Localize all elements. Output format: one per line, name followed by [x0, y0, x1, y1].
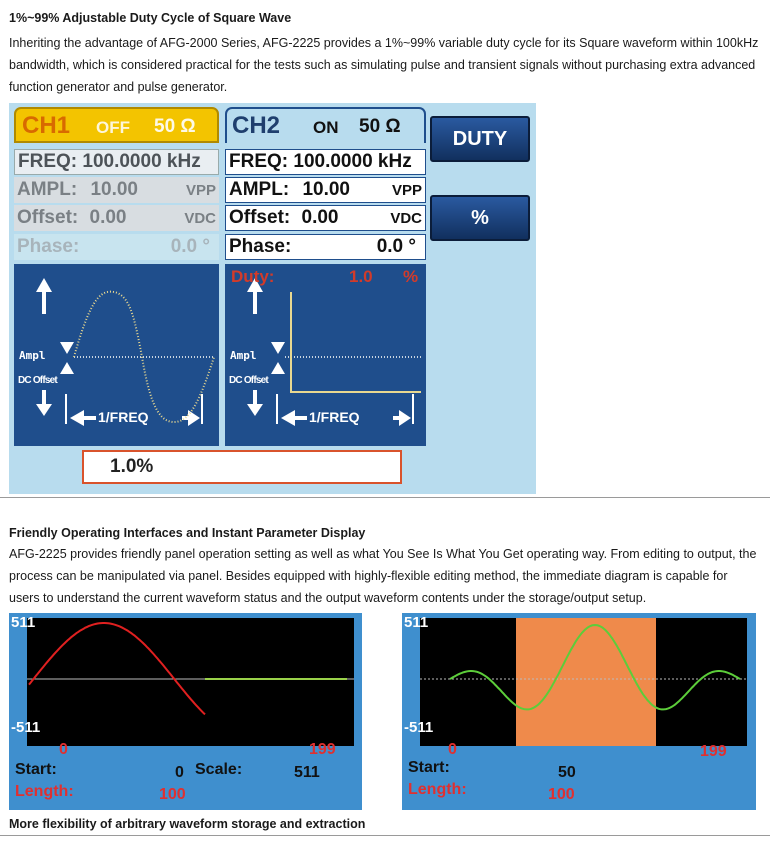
arb-canvas-2 [420, 618, 747, 746]
ch1-name: CH1 [22, 112, 71, 139]
section-divider [0, 497, 770, 498]
arb1-start-label: Start: [15, 761, 57, 778]
ch2-freq: FREQ: 100.0000 kHz [225, 149, 426, 175]
arb2-ymin: -511 [404, 719, 434, 736]
duty-input-field[interactable]: 1.0% [82, 450, 402, 484]
duty-label: Duty: [231, 267, 275, 286]
arb1-length-value: 100 [159, 786, 186, 803]
ch2-period-label: 1/FREQ [309, 409, 360, 425]
duty-cycle-screen: CH1 OFF 50 Ω FREQ: 100.0000 kHz AMPL: 10… [9, 103, 536, 494]
ch2-waveform-plot: Duty: 1.0 % Ampl DC Offset 1/FREQ [225, 264, 426, 446]
arb2-start-value: 50 [558, 764, 576, 781]
percent-softkey[interactable]: % [430, 195, 530, 241]
arb-waveform-screen-2: 511 -511 0 199 Start: 50 Length: 100 [402, 613, 756, 810]
arb2-xstart: 0 [448, 741, 457, 758]
ch1-waveform-plot: Ampl DC Offset 1/FREQ [14, 264, 219, 446]
ch1-state: OFF [96, 118, 130, 137]
arb1-ymax: 511 [11, 614, 36, 631]
ch1-ampl-label: Ampl [19, 349, 46, 362]
duty-value: 1.0 [349, 267, 373, 286]
ch1-impedance: 50 Ω [154, 116, 196, 137]
caption-arb-storage: More flexibility of arbitrary waveform s… [9, 817, 366, 831]
ch2-dcoffset-label: DC Offset [229, 375, 269, 386]
arb1-scale-value: 511 [294, 764, 320, 781]
ch2-phase: Phase:0.0 ° [225, 234, 426, 260]
arb1-xend: 199 [309, 741, 336, 758]
section-body-interface: AFG-2225 provides friendly panel operati… [9, 547, 757, 605]
arb2-length-label: Length: [408, 781, 467, 798]
section-title-interface: Friendly Operating Interfaces and Instan… [9, 526, 366, 540]
arb2-ymax: 511 [404, 614, 429, 631]
ch2-header: CH2 ON 50 Ω [225, 107, 426, 143]
ch2-ampl-label: Ampl [230, 349, 257, 362]
arb1-ymin: -511 [11, 719, 41, 736]
arb1-scale-label: Scale: [195, 761, 243, 778]
bottom-divider [0, 835, 770, 836]
section-title-duty: 1%~99% Adjustable Duty Cycle of Square W… [9, 11, 292, 25]
section-body-duty: Inheriting the advantage of AFG-2000 Ser… [9, 36, 759, 94]
arb2-length-value: 100 [548, 786, 575, 803]
arb-canvas-1 [27, 618, 354, 746]
ch1-dcoffset-label: DC Offset [18, 375, 58, 386]
ch1-period-label: 1/FREQ [98, 409, 149, 425]
ch2-state: ON [313, 118, 339, 137]
ch2-name: CH2 [232, 112, 281, 139]
duty-unit: % [403, 267, 419, 286]
arb-waveform-screen-1: 511 -511 0 199 Start: 0 Scale: 511 Lengt… [9, 613, 362, 810]
arb1-xstart: 0 [59, 741, 68, 758]
duty-softkey[interactable]: DUTY [430, 116, 530, 162]
ch1-header: CH1 OFF 50 Ω [14, 107, 219, 143]
ch2-impedance: 50 Ω [359, 116, 401, 137]
ch1-phase: Phase:0.0 ° [14, 234, 219, 260]
arb2-start-label: Start: [408, 759, 450, 776]
ch1-freq: FREQ: 100.0000 kHz [14, 149, 219, 175]
arb1-length-label: Length: [15, 783, 74, 800]
arb1-start-value: 0 [175, 764, 184, 781]
arb2-xend: 199 [700, 743, 727, 760]
